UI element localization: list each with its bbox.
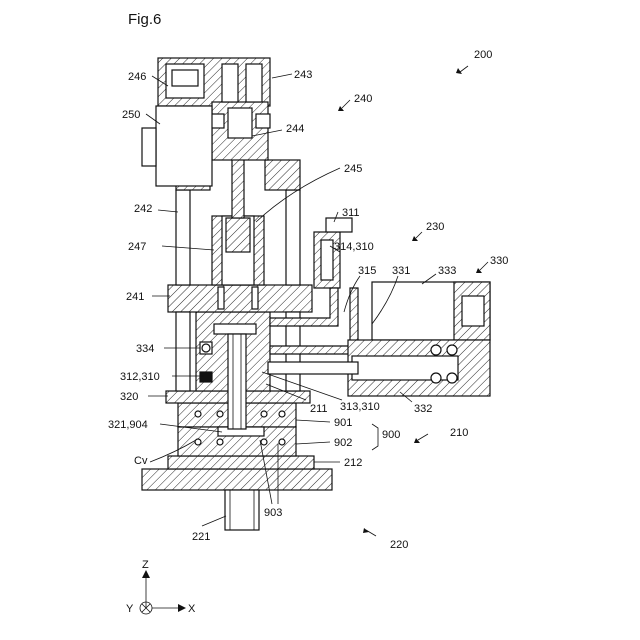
label-332: 332	[414, 403, 432, 415]
guide-rod-left	[176, 190, 190, 285]
label-241: 241	[126, 291, 144, 303]
label-901: 901	[334, 417, 352, 429]
label-247: 247	[128, 241, 146, 253]
label-312-310: 312,310	[120, 371, 160, 383]
label-334: 334	[136, 343, 154, 355]
base-assembly	[142, 469, 332, 530]
label-240: 240	[354, 93, 372, 105]
axis-z-label: Z	[142, 559, 149, 571]
label-220: 220	[390, 539, 408, 551]
axis-y-label: Y	[126, 603, 134, 615]
column-right	[265, 160, 300, 190]
label-210: 210	[450, 427, 468, 439]
label-330: 330	[490, 255, 508, 267]
label-244: 244	[286, 123, 304, 135]
label-cv: Cv	[134, 455, 148, 467]
label-902: 902	[334, 437, 352, 449]
coordinate-axes: Z Y X	[126, 559, 196, 615]
guide-rod-right	[286, 190, 300, 285]
label-333: 333	[438, 265, 456, 277]
label-311: 311	[342, 207, 360, 219]
label-243: 243	[294, 69, 312, 81]
plate-212	[168, 456, 314, 469]
label-221: 221	[192, 531, 210, 543]
label-900: 900	[382, 429, 400, 441]
label-242: 242	[134, 203, 152, 215]
label-200: 200	[474, 49, 492, 61]
label-211: 211	[310, 403, 328, 415]
label-320: 320	[120, 391, 138, 403]
label-313-310: 313,310	[340, 401, 380, 413]
base-plate	[142, 469, 332, 490]
lower-rod-left	[176, 312, 190, 391]
nozzle	[228, 334, 246, 429]
label-212: 212	[344, 457, 362, 469]
axis-x-label: X	[188, 603, 196, 615]
label-321-904: 321,904	[108, 419, 148, 431]
label-314-310: 314,310	[334, 241, 374, 253]
label-315: 315	[358, 265, 376, 277]
plate-241	[168, 285, 312, 312]
label-331: 331	[392, 265, 410, 277]
label-246: 246	[128, 71, 146, 83]
label-903: 903	[264, 507, 282, 519]
label-250: 250	[122, 109, 140, 121]
top-head	[142, 58, 270, 186]
plunger	[268, 362, 358, 374]
box-250	[156, 106, 212, 186]
label-245: 245	[344, 163, 362, 175]
label-230: 230	[426, 221, 444, 233]
piston	[226, 218, 250, 252]
figure-title: Fig.6	[128, 11, 161, 28]
